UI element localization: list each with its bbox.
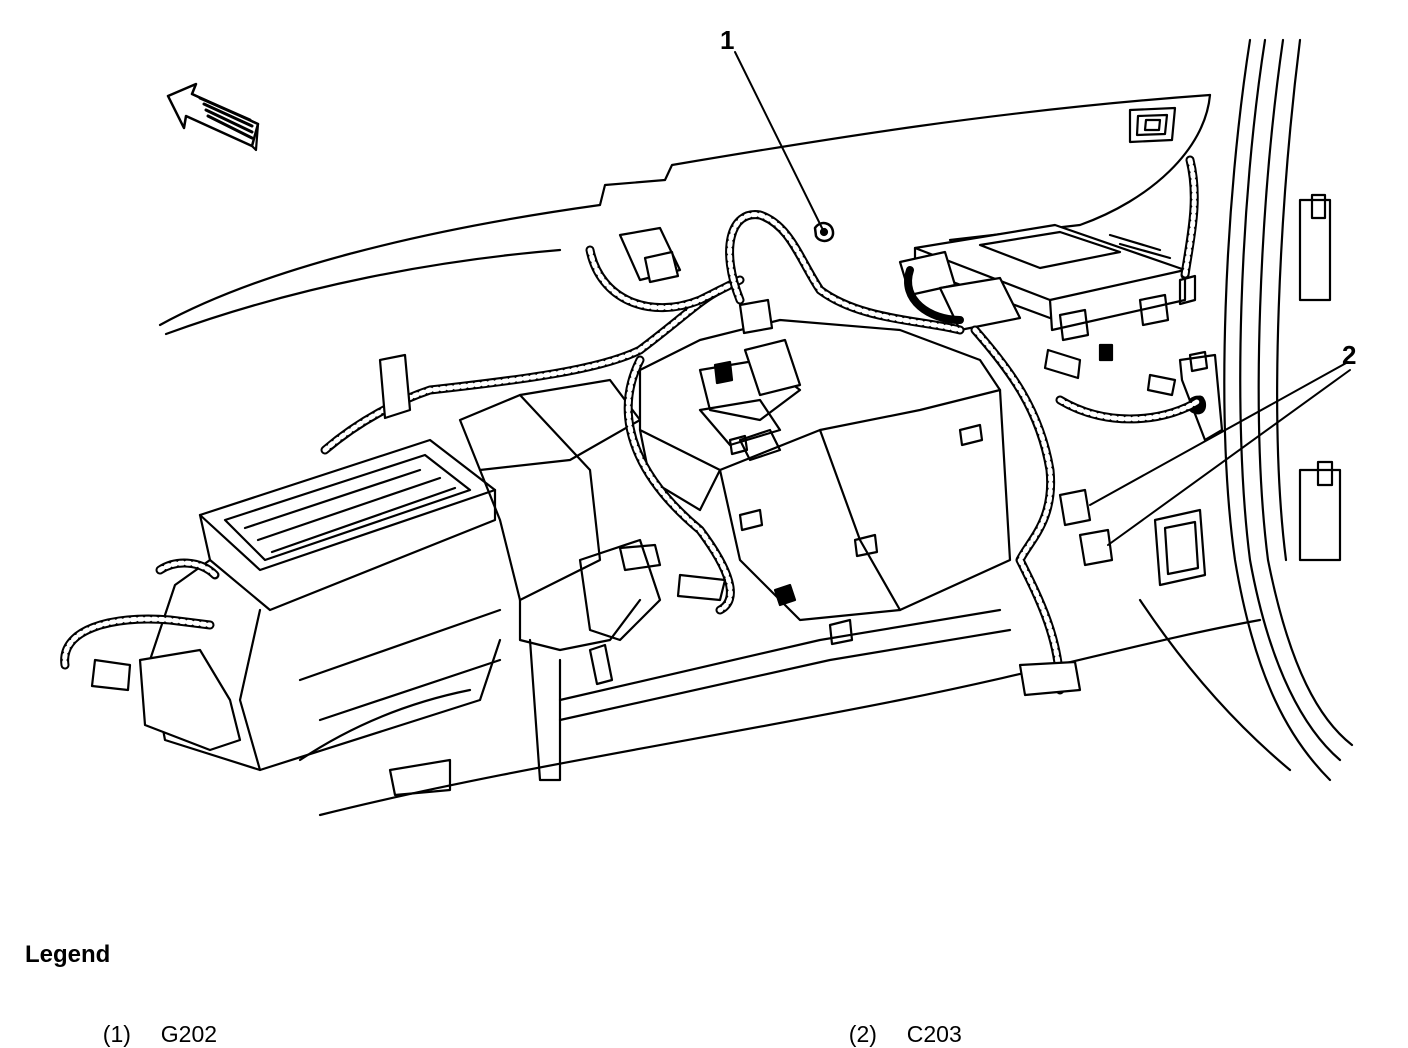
c203-connector-lower xyxy=(1078,528,1114,567)
legend-item-1: (1) G202 xyxy=(90,994,217,1048)
c203-connector-upper xyxy=(1058,488,1092,527)
floor-outline xyxy=(298,598,1292,817)
wiring-harness xyxy=(60,155,1205,695)
body-pillar xyxy=(1153,38,1354,782)
instrument-panel-outline xyxy=(158,93,1212,336)
hvac-module xyxy=(458,318,1012,782)
wiring-location-diagram xyxy=(60,38,1354,817)
forward-direction-arrow-icon xyxy=(166,82,260,152)
g202-ground-point xyxy=(813,221,835,243)
leader-1 xyxy=(734,51,823,229)
legend-item-2: (2) C203 xyxy=(836,994,962,1048)
harness-connectors xyxy=(90,226,1177,697)
legend-title: Legend xyxy=(25,941,111,968)
legend-item-name: C203 xyxy=(906,1021,962,1047)
legend-item-number: (2) xyxy=(848,1021,877,1047)
legend-item-number: (1) xyxy=(102,1021,131,1047)
legend-item-name: G202 xyxy=(160,1021,218,1047)
blower-housing xyxy=(138,438,502,797)
callout-1: 1 xyxy=(720,25,735,55)
callout-2: 2 xyxy=(1342,340,1357,370)
leader-2b xyxy=(1107,369,1351,546)
leader-2a xyxy=(1089,361,1349,506)
callout-leaders xyxy=(734,51,1351,546)
